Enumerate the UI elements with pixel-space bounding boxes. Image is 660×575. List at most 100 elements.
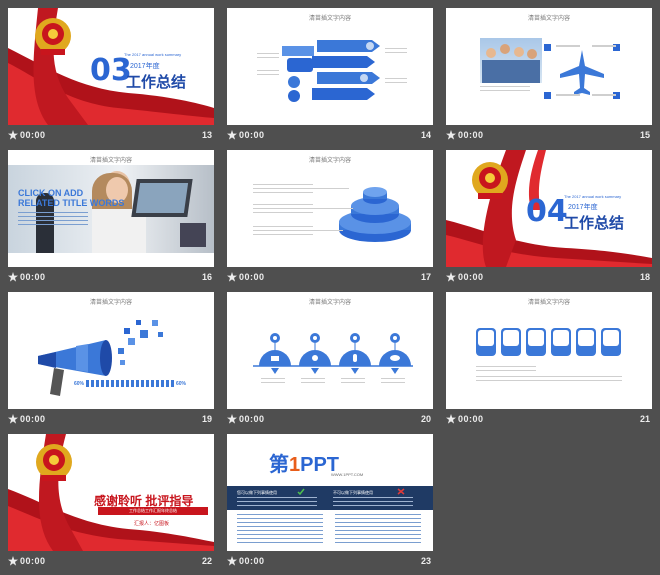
slide-heading: 清苗插文字内容 (308, 16, 351, 22)
slide-number: 16 (201, 272, 212, 282)
slide-duration: 00:00 (20, 272, 46, 282)
six-card-row (476, 328, 621, 356)
slide-meta: 00:00 13 (8, 128, 214, 144)
connector-line (313, 230, 343, 231)
slide-thumbnail[interactable]: 清苗插文字内容 (227, 8, 433, 125)
info-banner: 您可以做下列事情使用 不可以做下列事情使用 (227, 486, 433, 510)
slide-meta: 00:00 19 (8, 412, 214, 428)
slide-number: 21 (639, 414, 650, 424)
slide-18[interactable]: The 2017 annual work summary 04 2017年度 工… (446, 150, 652, 288)
slide-thumbnail[interactable]: 清苗插文字内容 (446, 292, 652, 409)
text-placeholder (592, 94, 616, 96)
section-number: 03 (90, 53, 132, 88)
slide-thumbnail[interactable]: 清苗插文字内容 (227, 292, 433, 409)
team-photo (480, 38, 542, 83)
slide-meta: 00:00 21 (446, 412, 652, 428)
slide-thumbnail[interactable]: 感谢聆听 批评指导 工作总结工作汇报年终总结 汇报人：亿图板 (8, 434, 214, 551)
slide-thumbnail[interactable]: The 2017 annual work summary 03 2017年度 工… (8, 8, 214, 125)
transition-star-icon[interactable] (8, 414, 18, 424)
slide-21[interactable]: 清苗插文字内容 00:00 21 (446, 292, 652, 430)
transition-star-icon[interactable] (446, 130, 456, 140)
thanks-subtitle: 工作总结工作汇报年终总结 (98, 507, 208, 515)
check-icon (297, 488, 305, 495)
slide-thumbnail[interactable]: 第1PPT WWW.1PPT.COM 您可以做下列事情使用 不可以做下列事情使用 (227, 434, 433, 551)
text-placeholder (237, 497, 317, 507)
transition-star-icon[interactable] (227, 272, 237, 282)
slide-heading: 清苗插文字内容 (89, 300, 132, 306)
ppt-logo: 第1PPT (269, 448, 339, 477)
slide-thumbnail[interactable]: 清苗插文字内容 (446, 8, 652, 125)
english-subtitle: The 2017 annual work summary (124, 52, 182, 57)
slide-number: 23 (420, 556, 431, 566)
transition-star-icon[interactable] (227, 414, 237, 424)
slide-number: 18 (639, 272, 650, 282)
slide-thumbnail[interactable]: The 2017 annual work summary 04 2017年度 工… (446, 150, 652, 267)
slide-duration: 00:00 (20, 130, 46, 140)
slide-17[interactable]: 清苗插文字内容 00:00 17 (227, 150, 433, 288)
stacked-disc-pyramid (339, 187, 411, 242)
connector-line (313, 188, 349, 189)
transition-star-icon[interactable] (8, 130, 18, 140)
slide-duration: 00:00 (458, 130, 484, 140)
slide-heading: 清苗插文字内容 (527, 16, 570, 22)
slide-thumbnail[interactable]: 清苗插文字内容 CLICK ON ADD RELATED TITLE WORDS (8, 150, 214, 267)
slide-number: 22 (201, 556, 212, 566)
text-placeholder (301, 378, 325, 386)
slide-number: 17 (420, 272, 431, 282)
text-placeholder (385, 48, 407, 54)
transition-star-icon[interactable] (446, 414, 456, 424)
section-year: 2017年度 (130, 63, 160, 70)
police-emblem-icon (35, 18, 71, 55)
slide-number: 19 (201, 414, 212, 424)
reporter-name: 汇报人：亿图板 (134, 521, 170, 527)
slide-19[interactable]: 清苗插文字内容 60% 60% 00:00 19 (8, 292, 214, 430)
text-placeholder (476, 376, 622, 382)
section-title: 工作总结 (126, 74, 187, 91)
transition-star-icon[interactable] (227, 130, 237, 140)
slide-thumbnail[interactable]: 清苗插文字内容 (227, 150, 433, 267)
text-placeholder (253, 184, 313, 194)
slide-number: 13 (201, 130, 212, 140)
can-do-heading: 您可以做下列事情使用 (237, 490, 277, 495)
overlay-heading-2: RELATED TITLE WORDS (18, 198, 125, 208)
slide-duration: 00:00 (458, 414, 484, 424)
slide-13[interactable]: The 2017 annual work summary 03 2017年度 工… (8, 8, 214, 146)
transition-star-icon[interactable] (446, 272, 456, 282)
slide-20[interactable]: 清苗插文字内容 00:00 20 (227, 292, 433, 430)
arrow-list-graphic (282, 40, 380, 102)
slide-duration: 00:00 (20, 556, 46, 566)
section-number: 04 (526, 194, 568, 229)
text-placeholder (18, 212, 88, 226)
percent-right: 60% (176, 381, 187, 387)
text-placeholder (476, 366, 536, 371)
text-placeholder (556, 45, 580, 47)
slide-meta: 00:00 23 (227, 554, 433, 570)
slide-meta: 00:00 17 (227, 270, 433, 286)
slide-14[interactable]: 清苗插文字内容 00:00 14 (227, 8, 433, 146)
transition-star-icon[interactable] (8, 556, 18, 566)
slide-16[interactable]: 清苗插文字内容 CLICK ON ADD RELATED TITLE WORDS… (8, 150, 214, 288)
thanks-title: 感谢聆听 批评指导 (94, 494, 194, 508)
text-placeholder (333, 497, 413, 507)
slide-meta: 00:00 15 (446, 128, 652, 144)
ppt-logo-c: PPT (300, 454, 340, 476)
slide-15[interactable]: 清苗插文字内容 00:00 15 (446, 8, 652, 146)
slide-22[interactable]: 感谢聆听 批评指导 工作总结工作汇报年终总结 汇报人：亿图板 00:00 22 (8, 434, 214, 572)
red-silk-image (446, 150, 652, 267)
text-placeholder (341, 378, 365, 386)
text-placeholder (261, 378, 285, 386)
slide-23[interactable]: 第1PPT WWW.1PPT.COM 您可以做下列事情使用 不可以做下列事情使用… (227, 434, 433, 572)
transition-star-icon[interactable] (227, 556, 237, 566)
text-placeholder (257, 53, 279, 59)
airplane-diagram (544, 44, 620, 99)
police-emblem-icon (472, 162, 508, 199)
people-icon-row (86, 380, 176, 387)
text-placeholder (556, 94, 580, 96)
slide-meta: 00:00 20 (227, 412, 433, 428)
slide-thumbnail[interactable]: 清苗插文字内容 60% 60% (8, 292, 214, 409)
police-emblem-icon (36, 444, 72, 481)
cross-icon (397, 488, 405, 495)
slide-meta: 00:00 16 (8, 270, 214, 286)
slide-meta: 00:00 14 (227, 128, 433, 144)
transition-star-icon[interactable] (8, 272, 18, 282)
